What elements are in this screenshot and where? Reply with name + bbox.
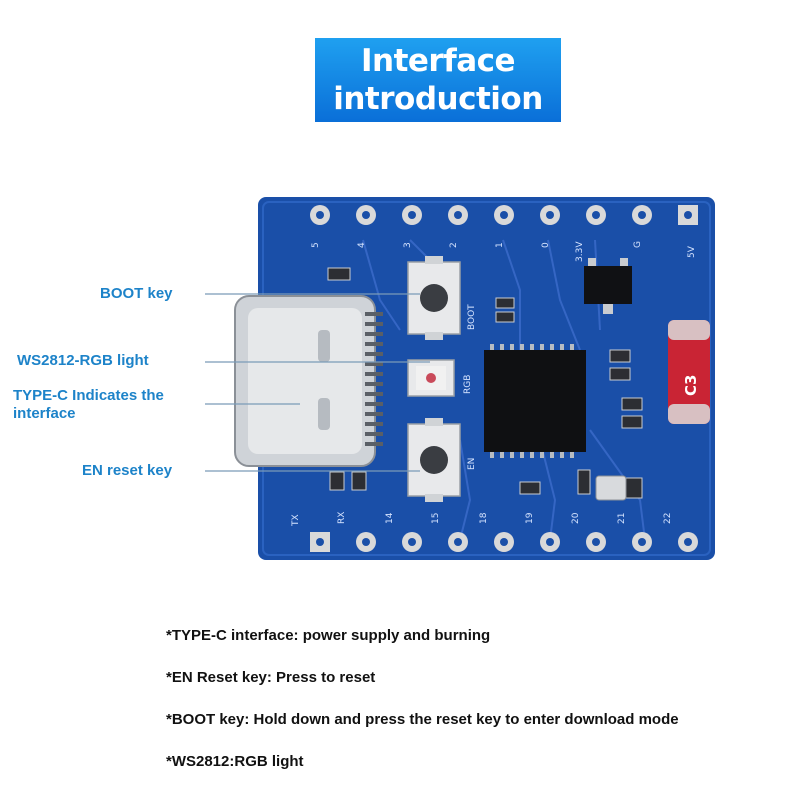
- en-reset-button: EN: [407, 418, 477, 502]
- crystal: [595, 475, 627, 501]
- callout-en-key: EN reset key: [82, 462, 173, 479]
- bottom-pin-label: RX: [337, 512, 347, 524]
- boot-label: BOOT: [467, 304, 477, 330]
- voltage-regulator: [584, 258, 632, 314]
- title-banner: Interface introduction: [315, 38, 561, 122]
- top-pin-label: 3.3V: [575, 241, 585, 262]
- note-en-key: *EN Reset key: Press to reset: [166, 669, 376, 686]
- en-label: EN: [467, 458, 477, 470]
- note-ws2812: *WS2812:RGB light: [166, 753, 304, 770]
- callout-typec: TYPE-C Indicates the interface: [13, 387, 164, 423]
- note-typec: *TYPE-C interface: power supply and burn…: [166, 627, 491, 644]
- top-pin-label: G: [633, 241, 643, 248]
- bottom-pin-label: 19: [525, 512, 535, 524]
- boot-button: BOOT: [407, 256, 477, 340]
- bottom-pin-label: 20: [571, 512, 581, 524]
- note-boot-key: *BOOT key: Hold down and press the reset…: [166, 711, 679, 728]
- callout-typec-line-1: TYPE-C Indicates the: [13, 387, 164, 404]
- capacitor-c3: C3: [668, 320, 710, 424]
- callout-typec-line-2: interface: [13, 405, 76, 422]
- title-line-2: introduction: [333, 81, 543, 117]
- mcu-chip: [484, 344, 586, 458]
- title-line-1: Interface: [360, 43, 516, 79]
- top-pin-label: 4: [357, 242, 367, 248]
- top-pin-label: 2: [449, 242, 459, 248]
- bottom-pin-label: 18: [479, 512, 489, 524]
- top-pin-label: 1: [495, 242, 505, 248]
- usb-typec-connector: [234, 295, 383, 467]
- bottom-pin-label: TX: [291, 514, 301, 527]
- bottom-pin-label: 22: [663, 513, 673, 524]
- callout-rgb-light: WS2812-RGB light: [17, 352, 149, 369]
- top-pin-label: 0: [541, 242, 551, 248]
- bottom-pin-label: 21: [617, 513, 627, 524]
- bottom-pin-holes: [310, 532, 698, 552]
- top-pin-label: 3: [403, 242, 413, 248]
- top-pin-label: 5V: [687, 245, 697, 258]
- callout-boot-key: BOOT key: [100, 285, 173, 302]
- rgb-led: RGB: [407, 359, 473, 397]
- top-pin-label: 5: [311, 242, 321, 248]
- smd-components: [327, 267, 643, 499]
- capacitor-label: C3: [682, 375, 700, 396]
- rgb-label: RGB: [463, 375, 473, 394]
- callout-lines: [205, 293, 430, 472]
- bottom-pin-label: 14: [385, 512, 395, 524]
- bottom-pin-label: 15: [431, 513, 441, 524]
- top-pin-holes: [310, 205, 698, 225]
